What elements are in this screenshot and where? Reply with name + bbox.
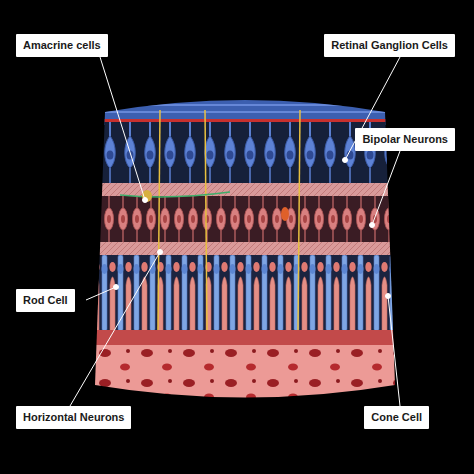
part-label: Rod Cell [16, 289, 75, 312]
part-label: Amacrine cells [16, 34, 108, 57]
part-label: Horizontal Neurons [16, 406, 131, 429]
part-label: Retinal Ganglion Cells [324, 34, 455, 57]
part-label: Cone Cell [364, 406, 429, 429]
leader-lines [70, 57, 400, 406]
part-label: Bipolar Neurons [355, 128, 455, 151]
